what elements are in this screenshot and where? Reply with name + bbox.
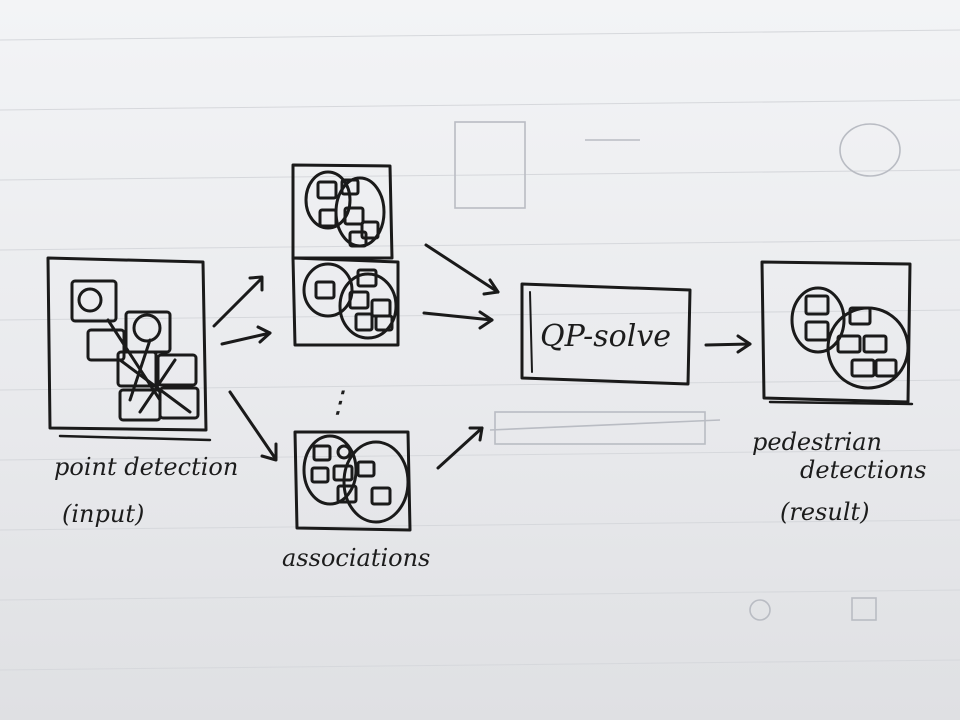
- result-panel: [760, 260, 914, 406]
- associations-caption: associations: [282, 544, 430, 572]
- result-caption-line1: pedestrian: [752, 428, 882, 456]
- result-caption-line3: (result): [780, 498, 870, 526]
- result-caption-line2: detections: [800, 456, 926, 484]
- solver-to-result-arrow: [704, 334, 752, 354]
- bleed-through-marks: [454, 121, 901, 621]
- input-to-association-arrows: [212, 275, 278, 462]
- paper-ruling: [0, 29, 960, 671]
- input-panel: [46, 256, 212, 442]
- qp-solver-label: QP-solve: [540, 319, 671, 354]
- association-panel-3: [293, 430, 412, 532]
- input-caption-line2: (input): [62, 500, 144, 528]
- input-caption-line1: point detection: [54, 453, 238, 481]
- association-panel-1: [291, 163, 394, 260]
- association-to-solver-arrows: [422, 243, 500, 470]
- ellipsis-marker: ⋮: [323, 385, 353, 420]
- association-panel-2: [291, 256, 400, 347]
- qp-solver-box: QP-solve: [520, 282, 692, 386]
